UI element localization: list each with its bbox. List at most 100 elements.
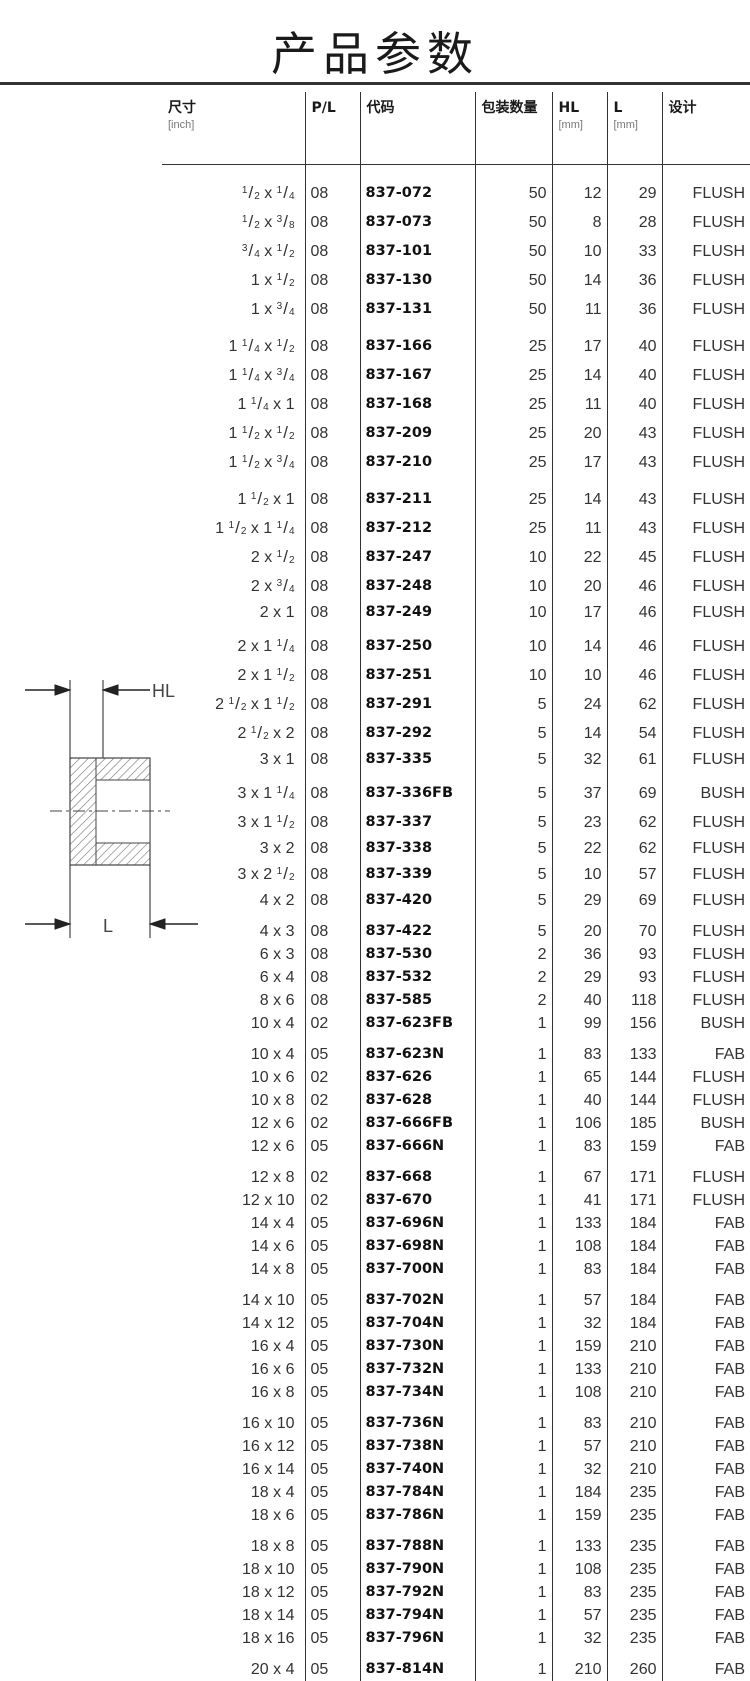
fraction-slash: / [283,636,288,655]
pl-cell: 08 [305,572,360,601]
hl-cell: 57 [552,1289,607,1312]
size-cell: 14 x 4 [162,1212,305,1235]
pl-cell: 05 [305,1289,360,1312]
size-whole: 1 [237,396,246,413]
size-denominator: 2 [254,460,260,471]
spacer-cell [552,477,607,485]
design-cell: FLUSH [662,661,750,690]
spacer-cell [475,1650,552,1658]
hl-cell: 57 [552,1604,607,1627]
pl-cell: 02 [305,1012,360,1035]
hl-cell: 10 [552,860,607,889]
code-cell: 837-168 [360,390,475,419]
spacer-cell [662,477,750,485]
fraction-slash: / [283,183,288,202]
spacer-cell [360,1281,475,1289]
size-whole: 3 [260,751,269,768]
size-numerator: 3 [242,243,248,254]
spacer-cell [360,1650,475,1658]
l-cell: 46 [607,572,662,601]
code-cell: 837-784N [360,1481,475,1504]
pack-cell: 10 [475,543,552,572]
design-cell: FLUSH [662,295,750,324]
design-cell: FLUSH [662,208,750,237]
hl-cell: 8 [552,208,607,237]
design-cell: FAB [662,1504,750,1527]
spacer-cell [162,1281,305,1289]
design-cell: FLUSH [662,514,750,543]
l-cell: 36 [607,295,662,324]
table-header: 尺寸[inch] P/L 代码 包装数量 HL[mm] L[mm] 设计 [162,92,750,165]
size-whole: 16 [242,1415,260,1432]
code-cell: 837-338 [360,837,475,860]
pl-cell: 08 [305,889,360,912]
code-cell: 837-339 [360,860,475,889]
size-whole: 12 [277,1315,295,1332]
pack-cell: 2 [475,943,552,966]
size-whole: 1 [286,491,295,508]
l-cell: 184 [607,1258,662,1281]
hl-cell: 22 [552,543,607,572]
pl-cell: 05 [305,1412,360,1435]
size-denominator: 2 [289,278,295,289]
hl-cell: 12 [552,179,607,208]
pack-cell: 5 [475,719,552,748]
pl-cell: 08 [305,390,360,419]
code-cell: 837-794N [360,1604,475,1627]
size-cell: 18 x 6 [162,1504,305,1527]
hl-cell: 17 [552,601,607,624]
size-whole: 18 [251,1507,269,1524]
pack-cell: 50 [475,237,552,266]
spacer-cell [662,1158,750,1166]
l-cell: 210 [607,1458,662,1481]
design-cell: FLUSH [662,860,750,889]
spacer-cell [607,165,662,180]
spacer-cell [162,1404,305,1412]
l-cell: 43 [607,419,662,448]
l-cell: 184 [607,1212,662,1235]
hl-cell: 83 [552,1043,607,1066]
spacer-cell [662,771,750,779]
size-whole: 1 [229,454,238,471]
pl-cell: 08 [305,966,360,989]
spacer-cell [360,477,475,485]
size-whole: 2 [251,549,260,566]
l-cell: 62 [607,837,662,860]
size-numerator: 1 [277,272,283,283]
size-whole: 14 [277,1461,295,1478]
pack-cell: 5 [475,837,552,860]
design-cell: FAB [662,1335,750,1358]
fraction-slash: / [248,212,253,231]
l-cell: 260 [607,1658,662,1681]
spacer-cell [305,324,360,332]
pl-cell: 08 [305,989,360,1012]
l-cell: 69 [607,889,662,912]
design-cell: FLUSH [662,179,750,208]
pack-cell: 1 [475,1658,552,1681]
spacer-cell [552,1527,607,1535]
pack-cell: 1 [475,1335,552,1358]
fraction-slash: / [248,241,253,260]
size-whole: 18 [251,1538,269,1555]
code-cell: 837-336FB [360,779,475,808]
pl-cell: 05 [305,1381,360,1404]
l-cell: 40 [607,332,662,361]
l-cell: 70 [607,920,662,943]
spacer-cell [607,912,662,920]
size-whole: 1 [229,338,238,355]
size-cell: 18 x 10 [162,1558,305,1581]
pl-cell: 02 [305,1066,360,1089]
spacer-cell [552,165,607,180]
size-whole: 8 [260,992,269,1009]
l-cell: 210 [607,1381,662,1404]
hl-cell: 32 [552,1627,607,1650]
size-denominator: 4 [254,249,260,260]
size-cell: 16 x 10 [162,1412,305,1435]
fraction-slash: / [283,299,288,318]
design-cell: FLUSH [662,943,750,966]
